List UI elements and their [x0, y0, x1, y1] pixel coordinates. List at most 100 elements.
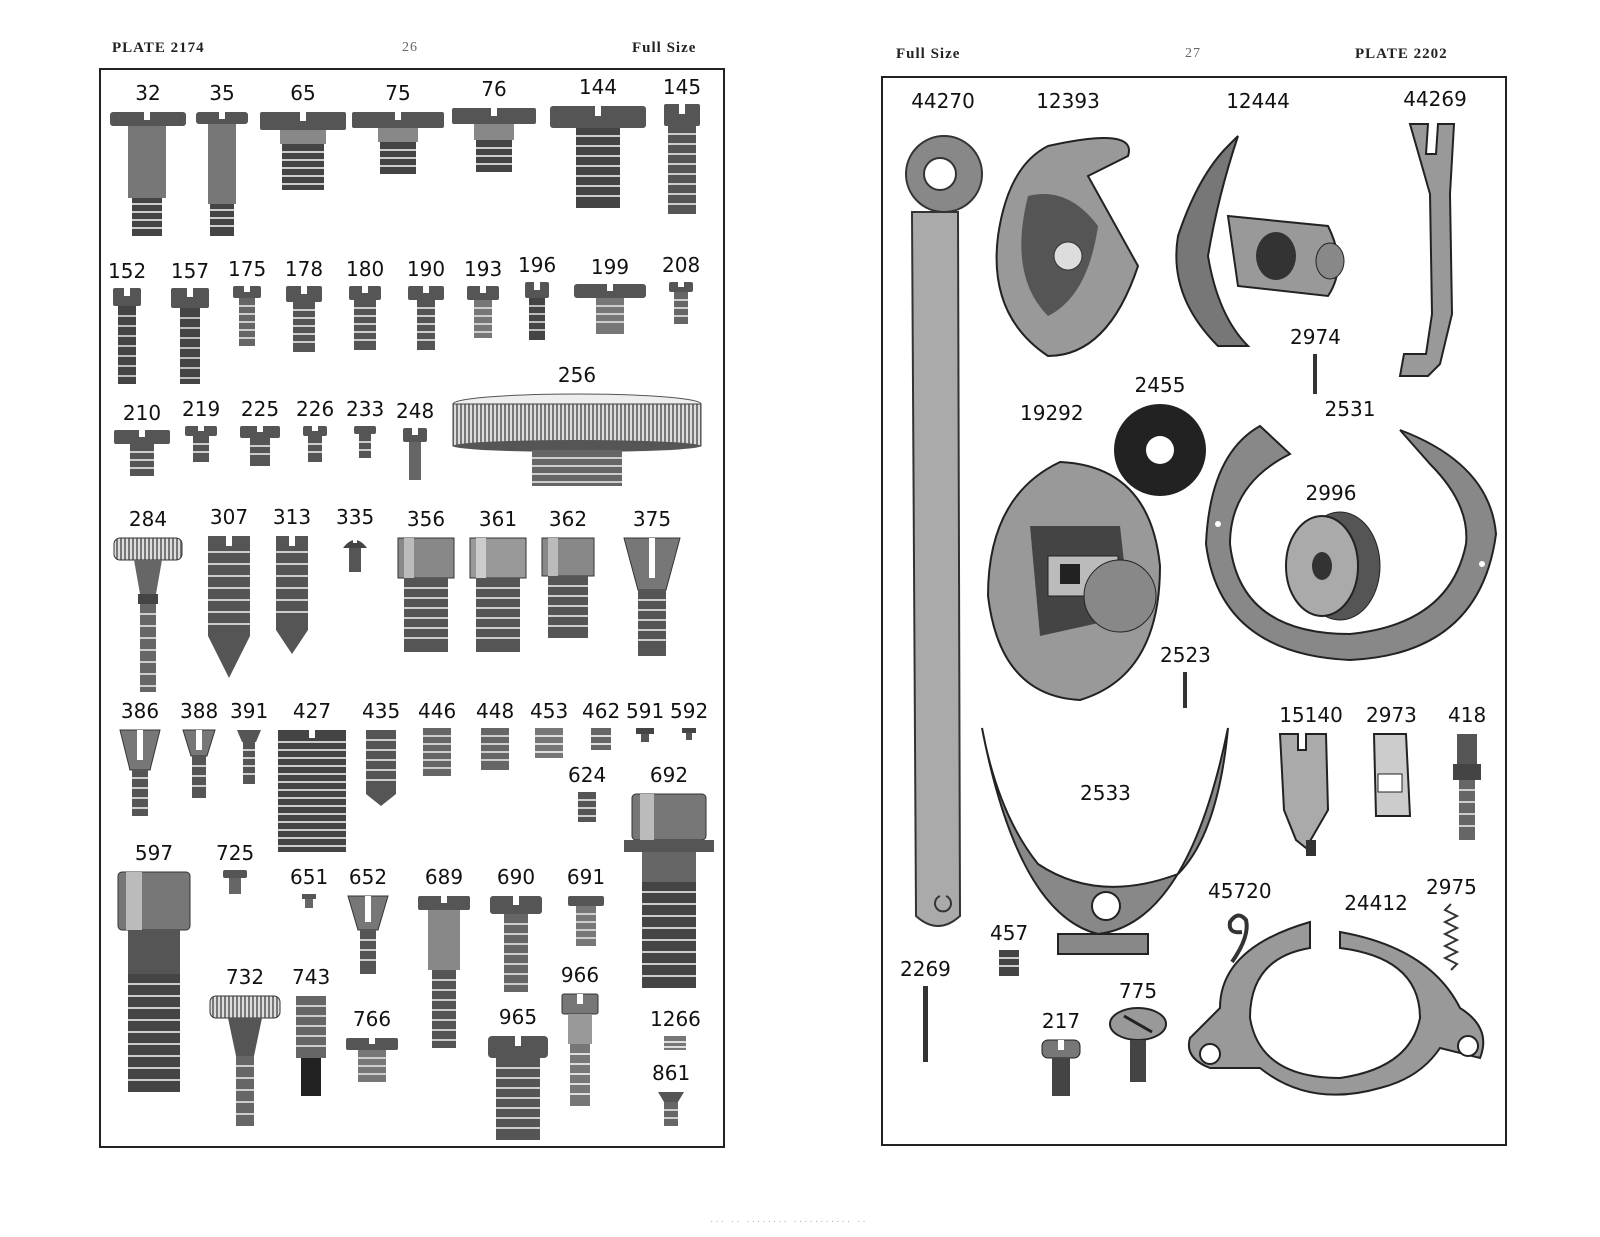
part-number: 2996	[1305, 481, 1357, 505]
part-592: 592	[670, 700, 708, 742]
part-number: 624	[568, 763, 607, 787]
part-652: 652	[346, 866, 390, 976]
part-597: 597	[116, 842, 192, 1096]
part-number: 284	[128, 507, 168, 531]
part-233: 233	[346, 398, 384, 460]
part-number: 453	[530, 699, 569, 723]
screw-icon	[423, 728, 452, 776]
screw-icon	[578, 792, 597, 822]
plate-bracket-icon	[1278, 733, 1330, 856]
part-435: 435	[362, 700, 400, 808]
part-861: 861	[652, 1062, 690, 1128]
part-number: 651	[290, 865, 329, 889]
part-248: 248	[396, 400, 434, 482]
part-number: 307	[209, 505, 249, 529]
screw-icon	[303, 426, 328, 462]
screw-icon	[591, 728, 612, 750]
part-number: 145	[662, 75, 702, 99]
part-225: 225	[238, 398, 282, 468]
screw-icon	[623, 537, 681, 656]
part-number: 766	[352, 1007, 392, 1031]
part-number: 256	[557, 363, 597, 387]
part-361: 361	[468, 508, 528, 656]
part-number: 361	[478, 507, 518, 531]
screw-icon	[561, 993, 599, 1106]
part-number: 2455	[1134, 373, 1186, 397]
part-number: 12444	[1226, 89, 1290, 113]
part-427: 427	[276, 700, 348, 854]
part-number: 2269	[900, 957, 951, 981]
bobbin-case-icon	[986, 460, 1162, 702]
part-2533-label: 2533	[1080, 781, 1131, 805]
part-number: 965	[498, 1005, 538, 1029]
part-208: 208	[662, 254, 700, 326]
screw-icon	[302, 894, 317, 908]
part-number: 152	[108, 259, 147, 283]
part-219: 219	[182, 398, 220, 464]
part-375: 375	[622, 508, 682, 660]
part-number: 362	[548, 507, 588, 531]
part-number: 12393	[1036, 89, 1100, 113]
screw-icon	[185, 426, 218, 462]
screw-icon	[346, 1038, 398, 1082]
part-448: 448	[476, 700, 514, 772]
cap-screw-icon	[550, 106, 646, 208]
part-number: 2531	[1324, 397, 1376, 421]
part-418: 418	[1448, 704, 1486, 844]
part-number: 448	[476, 699, 515, 723]
part-number: 861	[652, 1061, 691, 1085]
part-226: 226	[296, 398, 334, 464]
part-217: 217	[1040, 1010, 1082, 1098]
screw-icon	[452, 108, 536, 172]
part-32: 32	[108, 82, 188, 238]
part-2269: 2269	[900, 958, 951, 1064]
part-number: 386	[120, 699, 160, 723]
screw-icon	[490, 896, 542, 992]
part-75: 75	[350, 82, 446, 178]
part-number: 190	[406, 257, 446, 281]
part-386: 386	[118, 700, 162, 818]
thumb-screw-icon	[113, 537, 183, 692]
shuttle-hook-icon	[995, 137, 1140, 358]
screw-icon	[171, 288, 209, 384]
screw-icon	[418, 896, 470, 1048]
part-number: 591	[626, 699, 665, 723]
cap-screw-icon	[117, 871, 191, 1092]
part-number: 418	[1448, 703, 1487, 727]
part-number: 217	[1041, 1009, 1081, 1033]
part-number: 226	[296, 397, 335, 421]
part-number: 175	[228, 257, 267, 281]
bobbin-icon	[1285, 511, 1381, 621]
part-12444: 12444	[1158, 90, 1358, 356]
part-624: 624	[568, 764, 606, 824]
plate-bracket-icon	[981, 727, 1229, 955]
part-775: 775	[1108, 980, 1168, 1084]
part-2974: 2974	[1290, 326, 1341, 396]
part-number: 193	[464, 257, 503, 281]
screw-icon	[347, 895, 389, 974]
screw-icon	[664, 104, 700, 214]
part-number: 775	[1118, 979, 1158, 1003]
part-number: 32	[135, 81, 161, 105]
part-193: 193	[464, 258, 502, 340]
part-number: 248	[396, 399, 435, 423]
part-446: 446	[418, 700, 456, 778]
part-19292-label: 19292	[1020, 401, 1084, 425]
part-15140: 15140	[1276, 704, 1346, 860]
screw-icon	[223, 870, 248, 894]
part-175: 175	[228, 258, 266, 348]
part-391: 391	[230, 700, 268, 786]
part-number: 208	[662, 253, 701, 277]
part-number: 388	[180, 699, 219, 723]
part-number: 743	[292, 965, 331, 989]
washer-icon	[1114, 404, 1206, 496]
part-number: 652	[348, 865, 388, 889]
part-76: 76	[450, 78, 538, 176]
screw-icon	[286, 286, 322, 352]
screw-icon	[467, 286, 500, 338]
screw-icon	[408, 286, 444, 350]
screw-icon	[366, 730, 397, 806]
knurled-nut-icon	[452, 393, 702, 486]
part-number: 15140	[1279, 703, 1343, 727]
part-number: 435	[362, 699, 401, 723]
